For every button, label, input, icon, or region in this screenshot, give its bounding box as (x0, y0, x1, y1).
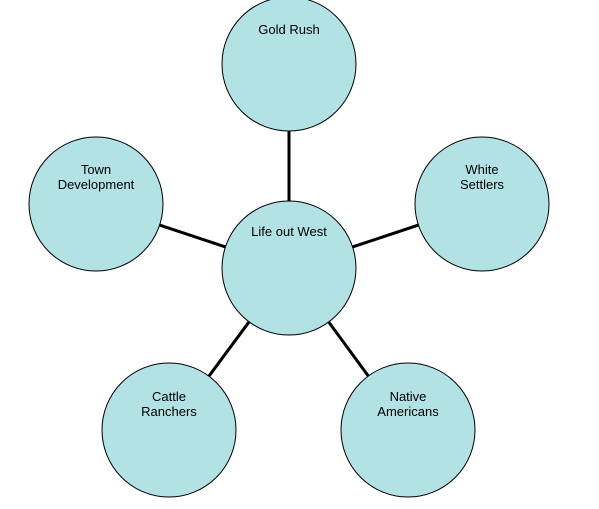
connector-white-settlers (352, 223, 419, 249)
center-node-circle (221, 200, 357, 336)
center-node-label-line-1: Life out West (251, 224, 327, 239)
node-town-development-label-line-2: Development (58, 177, 135, 192)
node-gold-rush-label-line-1: Gold Rush (258, 22, 319, 37)
node-white-settlers-label-line-1: White (465, 162, 498, 177)
node-cattle-ranchers-label-line-1: Cattle (152, 389, 186, 404)
connector-native-americans (327, 321, 370, 377)
connector-cattle-ranchers (207, 320, 251, 378)
node-gold-rush-circle (221, 0, 357, 132)
node-town-development-label-line-1: Town (81, 162, 111, 177)
node-native-americans-label-line-1: Native (390, 389, 427, 404)
center-node: Life out West (221, 200, 357, 336)
node-native-americans-label-line-2: Americans (377, 404, 439, 419)
connectors (159, 131, 419, 378)
node-native-americans-circle (340, 362, 476, 498)
node-white-settlers-circle (414, 136, 550, 272)
node-town-development-circle (28, 136, 164, 272)
node-gold-rush: Gold Rush (221, 0, 357, 132)
connector-town-development (159, 223, 226, 249)
node-cattle-ranchers-circle (101, 362, 237, 498)
nodes: Life out West Gold RushWhiteSettlersNativ… (28, 0, 550, 498)
node-cattle-ranchers-label-line-2: Ranchers (141, 404, 197, 419)
node-white-settlers-label-line-2: Settlers (460, 177, 505, 192)
